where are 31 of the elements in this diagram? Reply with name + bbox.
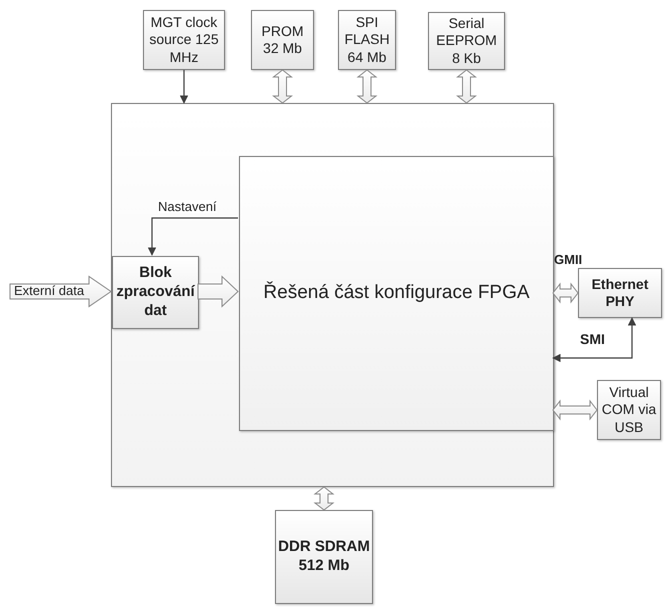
node-label: MGT clock source 125 MHz [148, 14, 220, 66]
node-label: Virtual COM via USB [600, 384, 658, 436]
component-box [112, 256, 199, 329]
arrow [552, 317, 636, 362]
edge-label: GMII [554, 253, 582, 266]
hollow-arrow [10, 276, 112, 308]
edge-label: Externí data [14, 284, 84, 297]
component-box [251, 10, 314, 70]
hollow-arrow [272, 69, 293, 104]
hollow-arrow [552, 400, 598, 420]
node-label: DDR SDRAM 512 Mb [277, 538, 371, 576]
node-label: Blok zpracování dat [115, 264, 196, 321]
node-label: SPI FLASH 64 Mb [343, 14, 391, 66]
component-box [275, 510, 373, 604]
hollow-arrow [198, 275, 239, 308]
hollow-arrow [314, 486, 334, 511]
fpga-core-block [239, 156, 554, 431]
hollow-arrow [552, 282, 579, 304]
edge-label: SMI [580, 332, 605, 346]
edge-label: Nastavení [158, 200, 217, 213]
node-label: Ethernet PHY [590, 276, 650, 310]
node-label: Řešená část konfigurace FPGA [262, 280, 531, 306]
arrow [180, 70, 188, 104]
hollow-arrow [456, 69, 477, 104]
block-box [111, 103, 554, 487]
hollow-arrow [356, 69, 378, 104]
node-label: PROM 32 Mb [260, 22, 304, 58]
component-box [578, 268, 662, 318]
node-label: Serial EEPROM 8 Kb [435, 14, 498, 68]
arrow [148, 217, 238, 256]
component-box [428, 12, 505, 70]
